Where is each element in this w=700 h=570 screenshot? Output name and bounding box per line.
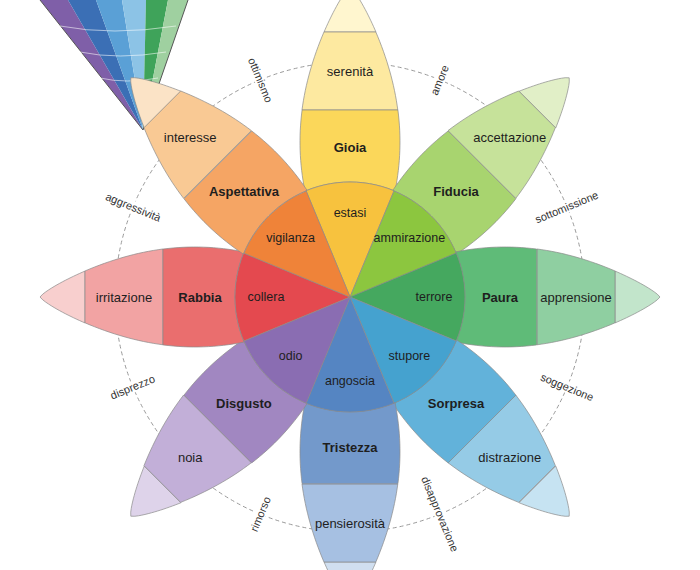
dyad-label: soggezione	[537, 370, 597, 404]
emotion-label: distrazione	[478, 450, 541, 463]
emotion-label: vigilanza	[266, 231, 315, 244]
emotion-band: Gioia	[298, 108, 402, 193]
petal-tip	[324, 562, 376, 570]
emotion-label: terrore	[416, 291, 453, 304]
dyad-label: disprezzo	[107, 372, 159, 403]
dyad-label: aggressività	[102, 189, 165, 224]
primary-emotion: Tristezza	[323, 440, 378, 453]
emotion-band: Tristezza	[298, 401, 402, 486]
emotion-label: estasi	[334, 207, 367, 220]
primary-emotion: Fiducia	[433, 184, 479, 197]
petal-tip	[40, 271, 85, 323]
emotion-label: collera	[248, 291, 285, 304]
dyad-label: disapprovazione	[418, 473, 461, 555]
emotion-band: pensierosità	[300, 482, 400, 564]
emotion-label: stupore	[389, 350, 431, 363]
primary-emotion: Aspettativa	[209, 184, 279, 197]
emotion-label: interesse	[164, 131, 217, 144]
petal-tips	[40, 0, 660, 570]
dyad-label: ottimismo	[245, 54, 276, 106]
primary-emotion: Sorpresa	[428, 397, 484, 410]
emotion-label: serenità	[327, 65, 373, 78]
emotion-label: angoscia	[325, 375, 375, 388]
dyad-label: rimorso	[247, 493, 274, 535]
emotion-band: vigilanza	[242, 189, 352, 299]
dashed-ring	[115, 62, 585, 532]
petal-tip	[615, 271, 660, 323]
dyad-label: sottomissione	[532, 188, 602, 226]
emotion-band: irritazione	[83, 247, 165, 347]
petal-tip	[324, 0, 376, 32]
dyad-label: amore	[428, 61, 453, 98]
emotion-band: apprensione	[535, 247, 617, 347]
emotion-label: ammirazione	[374, 231, 446, 244]
emotion-label: irritazione	[96, 290, 152, 303]
emotion-label: noia	[178, 450, 203, 463]
primary-emotion: Rabbia	[178, 290, 221, 303]
band-shape	[242, 189, 352, 299]
primary-emotion: Paura	[482, 290, 518, 303]
emotion-band: Rabbia	[161, 245, 246, 349]
emotion-band: Paura	[454, 245, 539, 349]
emotion-label: pensierosità	[315, 517, 385, 530]
emotion-label: accettazione	[473, 131, 546, 144]
emotion-label: apprensione	[540, 290, 612, 303]
primary-emotion: Disgusto	[216, 397, 272, 410]
emotion-label: odio	[279, 350, 303, 363]
primary-emotion: Gioia	[334, 141, 367, 154]
emotion-band: serenità	[300, 30, 400, 112]
